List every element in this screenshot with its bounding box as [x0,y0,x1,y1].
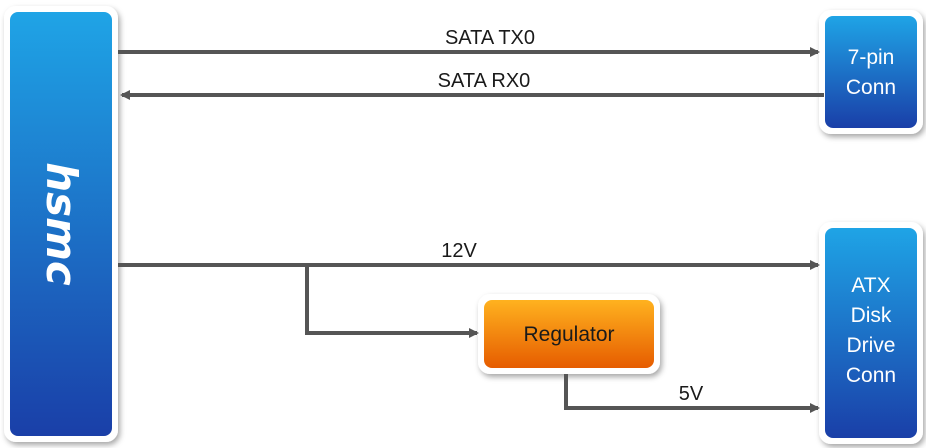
sata-rx0-label: SATA RX0 [438,70,531,92]
connector-7pin-label-line1: 7-pin [848,46,895,69]
atx-label-line4: Conn [846,364,896,387]
sata-rx0-signal: SATA RX0 [120,70,824,100]
atx-connector-block: ATX Disk Drive Conn [819,222,923,444]
regulator-label: Regulator [523,323,614,346]
hsmc-host-block: hsmc [4,6,118,442]
atx-label-line1: ATX [851,274,890,297]
sata-tx0-signal: SATA TX0 [118,27,820,57]
atx-label-line3: Drive [846,334,895,357]
power-12v-signal: 12V [118,240,820,338]
sata-tx0-label: SATA TX0 [445,27,535,49]
regulator-block: Regulator [478,294,660,374]
atx-label-line2: Disk [851,304,892,327]
hsmc-logo: hsmc [37,162,86,286]
power-5v-signal: 5V [564,374,820,413]
power-12v-label: 12V [441,240,477,262]
power-5v-label: 5V [679,383,704,405]
connector-7pin-block: 7-pin Conn [819,10,923,134]
connector-7pin-label-line2: Conn [846,76,896,99]
